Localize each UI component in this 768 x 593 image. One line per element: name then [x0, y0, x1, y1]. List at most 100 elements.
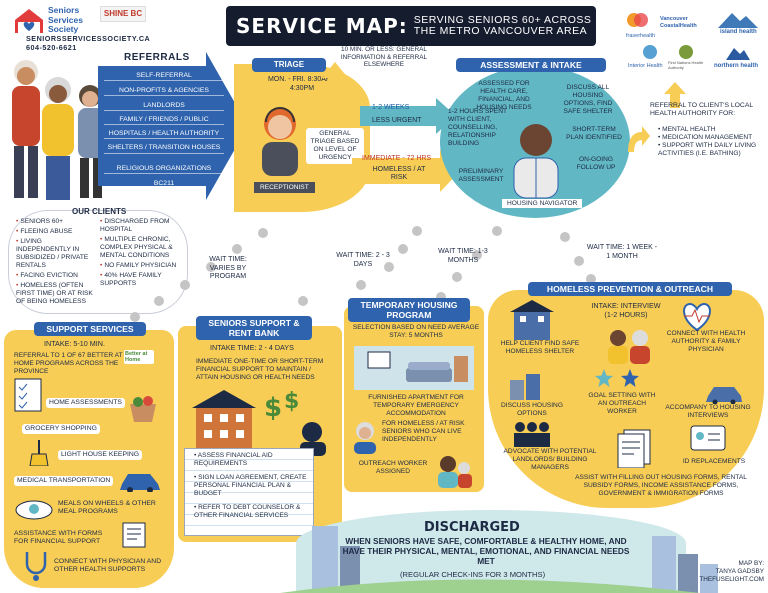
health-referral-heading: REFERRAL TO CLIENT'S LOCAL HEALTH AUTHOR…	[650, 102, 753, 117]
forms-icon	[122, 522, 146, 548]
stars-icon	[595, 369, 639, 387]
receptionist-illustration	[262, 107, 298, 176]
credit-line3[interactable]: THEFUSELIGHT.COM	[699, 576, 764, 583]
city-skyline-illustration	[280, 526, 718, 593]
support-referral: REFERRAL TO 1 OF 67 BETTER AT HOME PROGR…	[14, 352, 123, 375]
connector-dot	[472, 250, 482, 260]
rent-step: • REFER TO DEBT COUNSELOR & OTHER FINANC…	[194, 504, 301, 519]
client-item: LIVING INDEPENDENTLY IN SUBSIDIZED / PRI…	[16, 238, 96, 270]
discharged-checkins: (REGULAR CHECK-INS FOR 3 MONTHS)	[400, 570, 546, 579]
rent-bank-heading-line2: RENT BANK	[228, 328, 280, 338]
org-phone: 604-520-6621	[26, 43, 77, 52]
notepad	[184, 448, 314, 536]
clients-list-left: SENIORS 60+ FLEEING ABUSE LIVING INDEPEN…	[16, 218, 96, 306]
referral-item: FAMILY / FRIENDS / PUBLIC	[104, 116, 224, 125]
page-subtitle: SERVING SENIORS 60+ ACROSS THE METRO VAN…	[414, 15, 592, 37]
logo-island-health: island health	[720, 29, 757, 35]
connector-dot	[586, 274, 596, 284]
org-website[interactable]: SENIORSSERVICESSOCIETY.CA	[26, 34, 151, 43]
referral-item: BC211	[153, 180, 175, 187]
meal-icon	[15, 500, 53, 520]
outreach-item: ASSIST WITH FILLING OUT HOUSING FORMS, R…	[575, 474, 747, 497]
health-referral-item-text: MENTAL HEALTH	[662, 126, 716, 133]
client-item: SENIORS 60+	[16, 218, 96, 226]
connector-dot	[452, 272, 462, 282]
connector-dot	[384, 262, 394, 272]
connector-dot	[232, 244, 242, 254]
id-card-icon	[690, 425, 726, 451]
org-name-line1: Seniors	[48, 5, 80, 15]
connector-dot	[398, 244, 408, 254]
rent-step-text: SIGN LOAN AGREEMENT, CREATE PERSONAL FIN…	[194, 474, 307, 497]
support-services-heading: SUPPORT SERVICES	[34, 322, 146, 336]
hours-label: IMMEDIATE - 72 HRS	[362, 155, 432, 162]
clients-heading: OUR CLIENTS	[72, 207, 127, 216]
accompany-car-icon	[706, 387, 742, 404]
outreach-heading: HOMELESS PREVENTION & OUTREACH	[528, 282, 732, 296]
logo-interior-health: Interior Health	[628, 63, 663, 69]
forms-stack-icon	[617, 429, 651, 468]
subtitle-line2: THE METRO VANCOUVER AREA	[413, 25, 588, 37]
client-item: NO FAMILY PHYSICIAN	[100, 262, 184, 270]
temp-worker: OUTREACH WORKER ASSIGNED	[358, 460, 428, 475]
broom-icon	[29, 440, 49, 466]
support-intake: INTAKE: 5-10 MIN.	[44, 339, 105, 348]
clients-list-right: DISCHARGED FROM HOSPITAL MULTIPLE CHRONI…	[100, 218, 184, 288]
health-referral-item: • MEDICATION MANAGEMENT	[658, 134, 753, 141]
weeks-desc: LESS URGENT	[372, 117, 422, 124]
temp-housing-heading: TEMPORARY HOUSING PROGRAM	[348, 298, 470, 322]
island-health-mountain-icon	[718, 13, 758, 28]
outreach-item: HELP CLIENT FIND SAFE HOMELESS SHELTER	[500, 340, 580, 355]
referral-item: NON-PROFITS & AGENCIES	[104, 87, 224, 96]
logo-vch: Vancouver CoastalHealth	[660, 16, 697, 29]
support-item: ASSISTANCE WITH FORMS FOR FINANCIAL SUPP…	[14, 530, 103, 546]
apartment-interior-illustration	[354, 346, 474, 390]
referral-item: HOSPITALS / HEALTH AUTHORITY	[104, 130, 224, 139]
house-heart-icon	[15, 9, 43, 33]
connector-dot	[130, 312, 140, 322]
advocate-people-icon	[514, 422, 550, 447]
client-item: HOMELESS (OFTEN FIRST TIME) OR AT RISK O…	[16, 282, 96, 306]
seniors-group-illustration	[12, 60, 104, 200]
groceries-icon	[130, 396, 156, 422]
assessment-item: DISCUSS ALL HOUSING OPTIONS, FIND SAFE S…	[563, 84, 613, 115]
wait-time-outreach: WAIT TIME: 1 WEEK - 1 MONTH	[586, 244, 658, 260]
urgent-arrow	[352, 150, 460, 192]
fraserhealth-logo-icon	[627, 13, 648, 27]
hours-desc: HOMELESS / AT RISK	[372, 166, 426, 182]
referral-item: RELIGIOUS ORGANIZATIONS	[104, 165, 224, 174]
logo-fraserhealth: fraserhealth	[626, 33, 656, 39]
buildings-money-illustration: $ $	[192, 389, 326, 456]
support-item: HOME ASSESSMENTS	[46, 398, 125, 409]
outreach-item: ACCOMPANY TO HOUSING INTERVIEWS	[665, 404, 751, 419]
support-item: LIGHT HOUSE KEEPING	[58, 450, 143, 461]
wait-time-support: WAIT TIME: VARIES BY PROGRAM	[209, 256, 247, 280]
support-item: MEDICAL TRANSPORTATION	[14, 476, 114, 487]
heart-health-icon	[683, 302, 711, 332]
logo-fnha: First Nations Health Authority	[668, 60, 704, 70]
page-title: SERVICE MAP:	[236, 14, 408, 38]
outreach-item: ID REPLACEMENTS	[682, 458, 746, 465]
outreach-item: GOAL SETTING WITH AN OUTREACH WORKER	[588, 392, 656, 415]
interior-health-icon	[643, 45, 657, 59]
client-item: MULTIPLE CHRONIC, COMPLEX PHYSICAL & MEN…	[100, 236, 184, 260]
wait-time-housing: WAIT TIME: 1-3 MONTHS	[438, 248, 488, 264]
connector-dot	[574, 256, 584, 266]
referral-item: SHELTERS / TRANSITION HOUSES	[104, 144, 224, 154]
northern-health-icon	[726, 48, 750, 60]
org-name-line3: Society	[48, 24, 79, 34]
credit-line1: MAP BY:	[738, 560, 764, 567]
svg-text:$: $	[264, 393, 282, 423]
subtitle-line1: SERVING SENIORS 60+ ACROSS	[413, 14, 592, 26]
discharged-desc: WHEN SENIORS HAVE SAFE, COMFORTABLE & HE…	[342, 536, 630, 566]
referrals-heading: REFERRALS	[124, 52, 190, 63]
outreach-item: DISCUSS HOUSING OPTIONS	[501, 402, 563, 417]
less-urgent-arrow	[360, 98, 456, 134]
map-credit: MAP BY: TANYA GADSBY THEFUSELIGHT.COM	[688, 560, 764, 584]
fast-route-label: 10 MIN. OR LESS: GENERAL INFORMATION & R…	[340, 46, 428, 69]
housing-navigator-illustration	[513, 124, 559, 199]
receptionist-label: RECEPTIONIST	[254, 182, 315, 193]
outreach-intake: INTAKE: INTERVIEW (1-2 HOURS)	[591, 301, 661, 319]
senior-woman-icon	[354, 422, 376, 454]
referrals-arrow	[98, 52, 248, 200]
